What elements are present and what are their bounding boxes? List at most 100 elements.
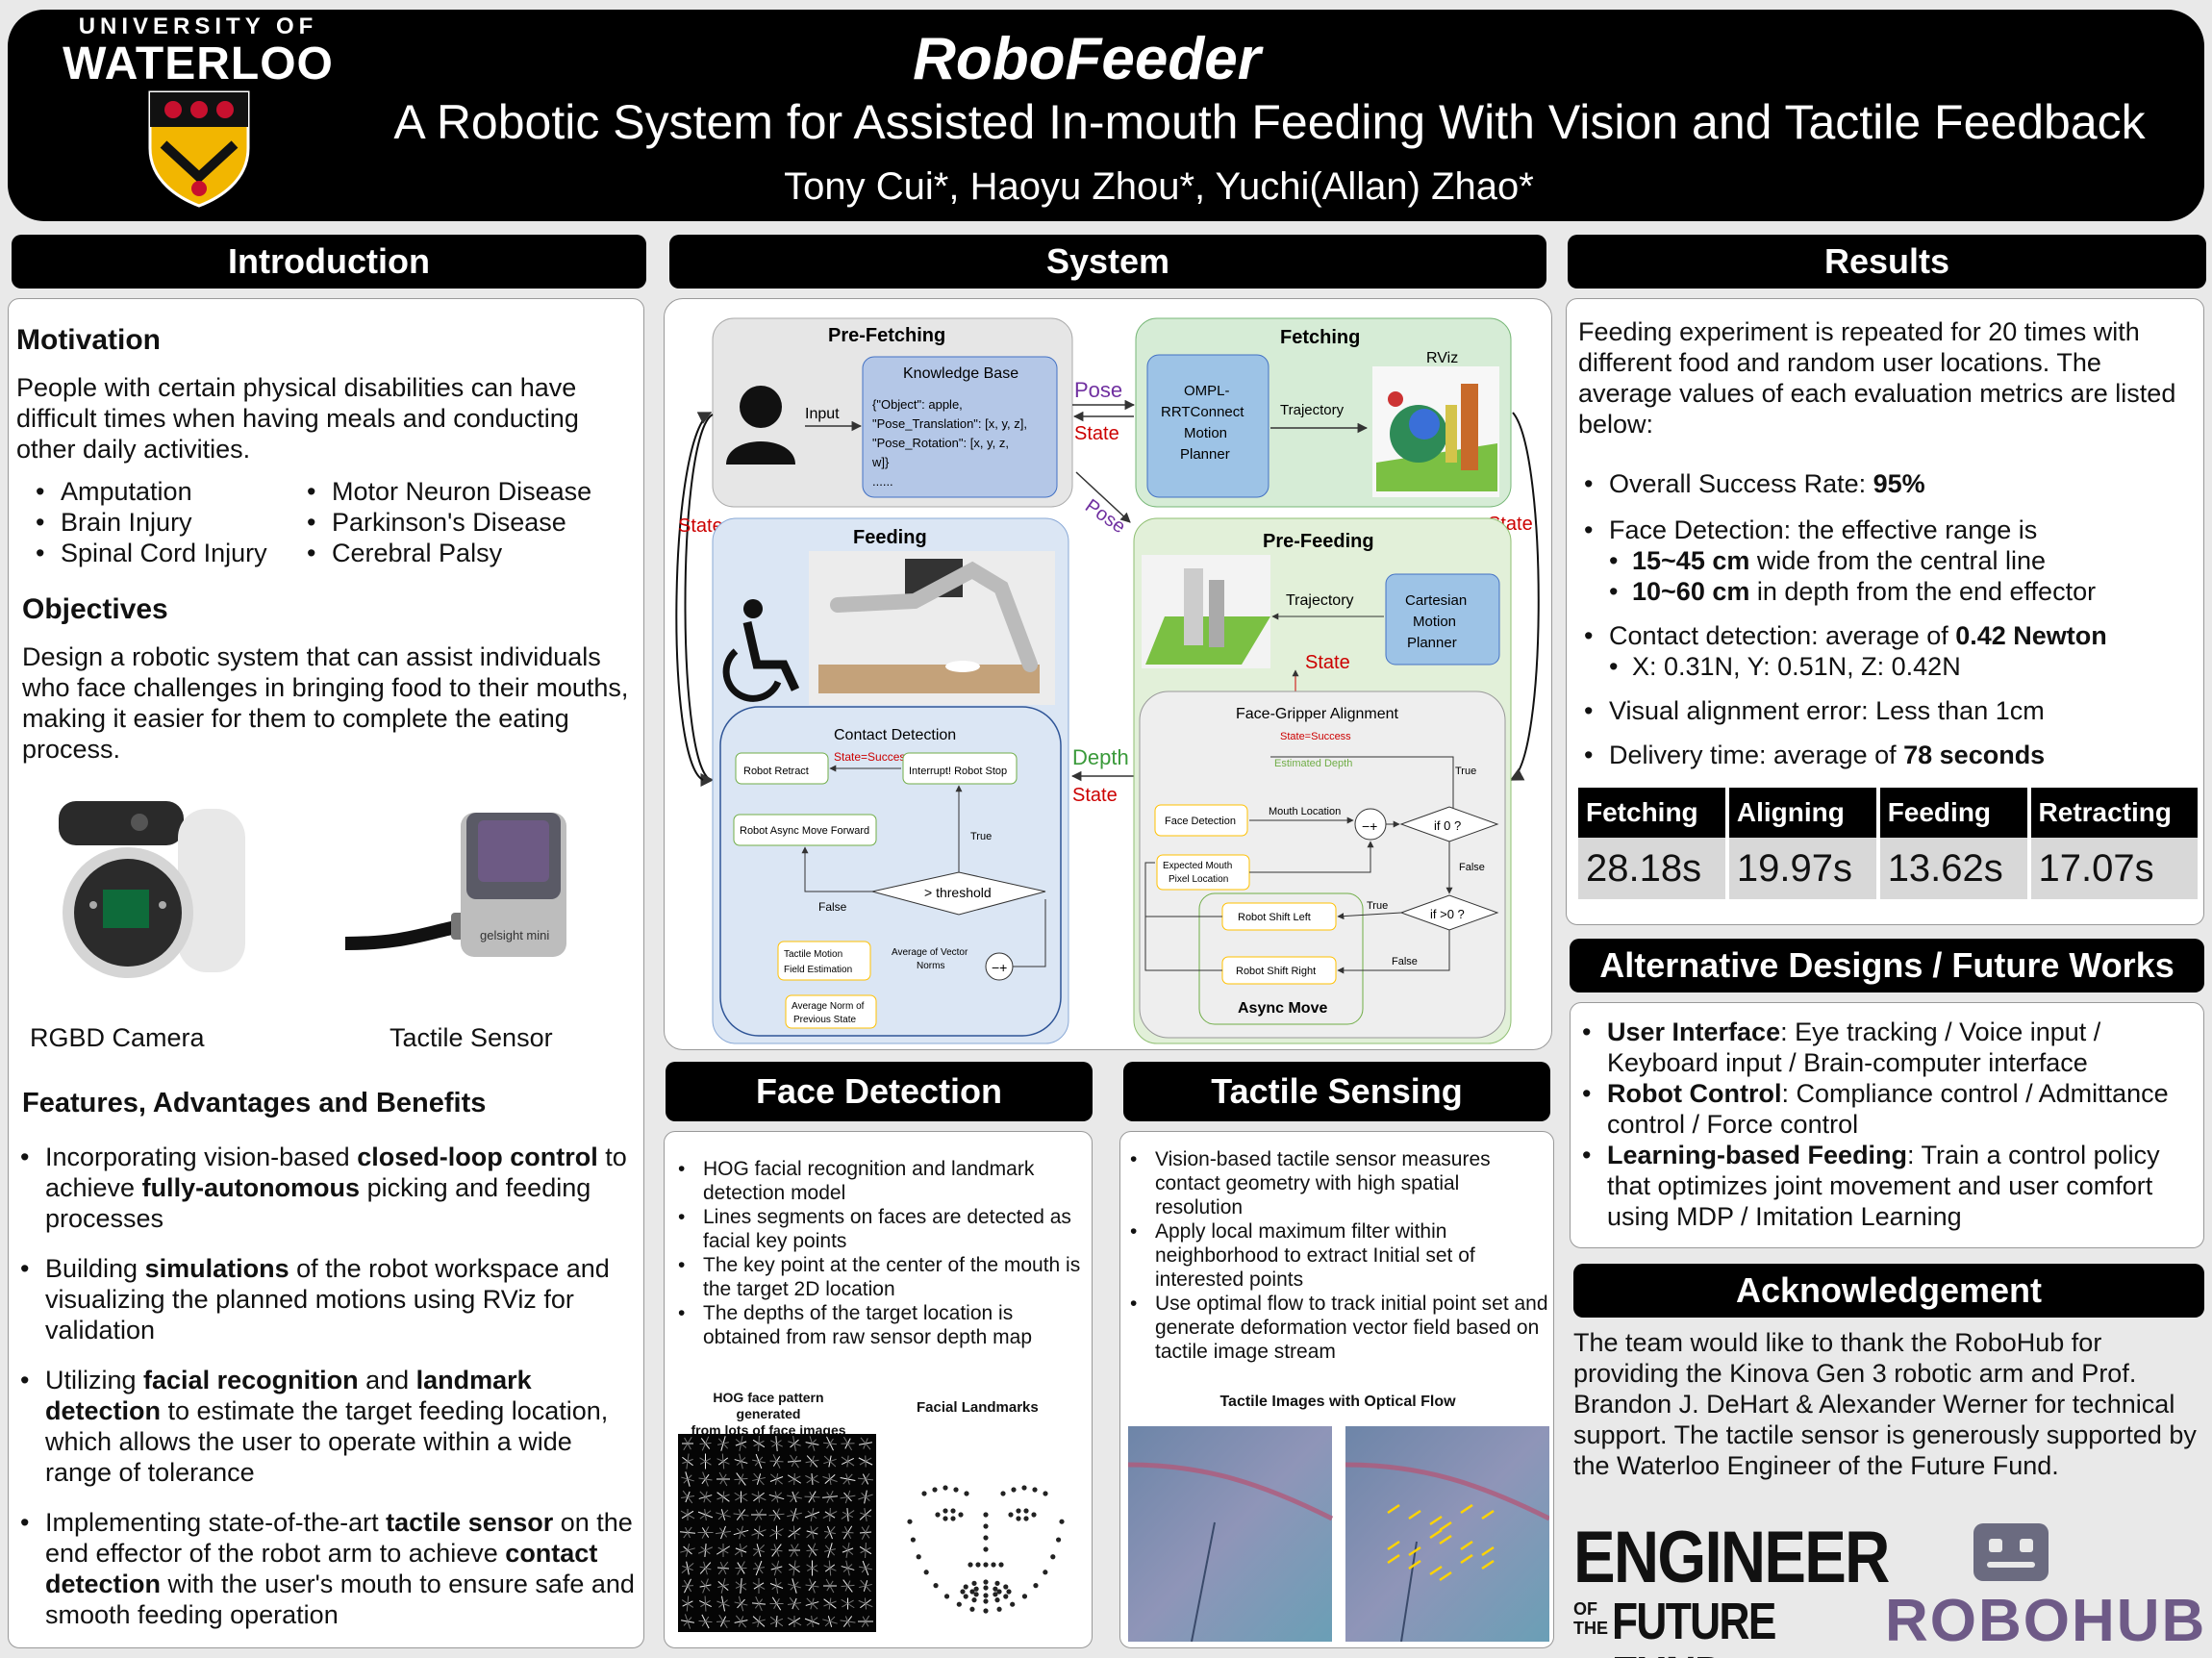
landmark-point [1059, 1519, 1065, 1524]
expected-mouth-line: Pixel Location [1169, 874, 1228, 885]
state-success-label: State=Success [834, 750, 911, 764]
ompl-line: Motion [1184, 425, 1227, 441]
flow-vector [1429, 1565, 1443, 1576]
landmark-point [969, 1606, 975, 1612]
contact-sub: •X: 0.31N, Y: 0.51N, Z: 0.42N [1609, 652, 1961, 681]
landmark-point [996, 1589, 1002, 1595]
landmark-point [1021, 1485, 1027, 1491]
list-item: Use optimal flow to track initial point … [1126, 1292, 1549, 1364]
tactile-list: Vision-based tactile sensor measures con… [1126, 1147, 1549, 1364]
results-heading: Results [1568, 235, 2206, 289]
async-move-group [1198, 892, 1364, 1025]
alternative-title: Robot Control [1607, 1079, 1782, 1108]
flow-vector [1439, 1520, 1452, 1532]
landmark-point [991, 1562, 996, 1568]
async-forward-node [733, 814, 877, 846]
landmark-point [1003, 1584, 1009, 1590]
face-detection-list: HOG facial recognition and landmark dete… [674, 1157, 1088, 1349]
feature-item: Utilizing facial recognition and landmar… [16, 1365, 641, 1488]
if-positive-label: if >0 ? [1430, 907, 1465, 921]
ompl-line: RRTConnect [1161, 404, 1244, 420]
university-logo: UNIVERSITY OF WATERLOO [54, 13, 342, 88]
shift-right-label: Robot Shift Right [1236, 966, 1316, 977]
list-item: Amputation [32, 476, 301, 507]
face-detection-node [1154, 804, 1248, 837]
landmark-point [943, 1594, 950, 1599]
landmark-point [983, 1585, 989, 1591]
landmark-point [983, 1512, 989, 1518]
table-header-row: Fetching Aligning Feeding Retracting [1578, 788, 2198, 838]
university-crest-icon [148, 90, 250, 208]
landmark-point [983, 1608, 989, 1614]
table-header: Aligning [1728, 788, 1876, 838]
list-item: Parkinson's Disease [303, 507, 630, 538]
feature-item: Implementing state-of-the-art tactile se… [16, 1507, 641, 1630]
intro-panel: Motivation People with certain physical … [8, 298, 644, 1648]
landmark-point [964, 1491, 969, 1496]
table-cell: 13.62s [1879, 838, 2027, 899]
tactile-caption: Tactile Sensor [390, 1023, 553, 1052]
feature-text: Utilizing [45, 1366, 144, 1394]
tactile-motion-line: Field Estimation [784, 965, 852, 975]
landmark-point [994, 1597, 1000, 1603]
landmark-point [969, 1589, 975, 1595]
flow-vector [1460, 1540, 1473, 1551]
landmark-point [1003, 1594, 1009, 1599]
table-header: Retracting [2030, 788, 2198, 838]
acknowledgement-text: The team would like to thank the RoboHub… [1573, 1328, 2197, 1480]
list-item: Apply local maximum filter within neighb… [1126, 1219, 1549, 1292]
rviz-label: RViz [1426, 350, 1458, 366]
face-detection-panel: HOG facial recognition and landmark dete… [664, 1131, 1093, 1648]
list-item: The depths of the target location is obt… [674, 1301, 1088, 1349]
feature-text: Incorporating vision-based [45, 1143, 358, 1171]
trajectory-label: Trajectory [1280, 402, 1345, 418]
table-header: Feeding [1879, 788, 2027, 838]
contact-item: •Contact detection: average of 0.42 Newt… [1580, 620, 2196, 682]
flow-vector [1439, 1534, 1452, 1545]
results-list: •Overall Success Rate: 95% •Face Detecti… [1580, 468, 2196, 770]
delivery-value: 78 seconds [1903, 741, 2046, 769]
face-gripper-label: Face-Gripper Alignment [1236, 706, 1399, 722]
alternative-item: Robot Control: Compliance control / Admi… [1578, 1078, 2198, 1140]
diff-sign: −+ [1362, 818, 1377, 834]
alternative-text: : Train a control policy that optimizes … [1607, 1141, 2160, 1231]
kb-line: "Pose_Translation": [x, y, z], [872, 416, 1027, 431]
landmark-point [983, 1562, 989, 1568]
pose-label: Pose [1074, 378, 1122, 402]
flow-vector [1408, 1509, 1421, 1520]
tactile-motion-line: Tactile Motion [784, 949, 842, 960]
feature-emphasis: closed-loop control [357, 1143, 598, 1171]
tactile-heading: Tactile Sensing [1123, 1062, 1550, 1121]
sum-sign: −+ [992, 960, 1007, 975]
true-label: True [970, 831, 992, 842]
prefetching-label: Pre-Fetching [828, 325, 945, 346]
estimated-depth-label: Estimated Depth [1274, 758, 1352, 769]
landmark-point [1021, 1594, 1028, 1599]
face-range-sub: •10~60 cm in depth from the end effector [1609, 577, 2097, 606]
features-list: Incorporating vision-based closed-loop c… [16, 1142, 641, 1649]
alternative-title: Learning-based Feeding [1607, 1141, 1908, 1169]
state-label: State [678, 515, 723, 537]
objectives-text: Design a robotic system that can assist … [22, 642, 629, 764]
feeding-label: Feeding [853, 527, 927, 548]
feature-text: Building [45, 1254, 145, 1283]
table-row: 28.18s 19.97s 13.62s 17.07s [1578, 838, 2198, 899]
landmark-point [935, 1512, 941, 1518]
alternative-text: : Eye tracking / Voice input / Keyboard … [1607, 1017, 2101, 1077]
landmark-point [983, 1535, 989, 1541]
alternative-item: User Interface: Eye tracking / Voice inp… [1578, 1017, 2198, 1078]
list-item: Cerebral Palsy [303, 538, 630, 568]
poster-title: RoboFeeder [913, 26, 1261, 92]
input-label: Input [805, 406, 840, 422]
flow-vector [1387, 1540, 1400, 1551]
robohub-logo: ROBOHUB [1885, 1588, 2207, 1654]
feature-emphasis: facial recognition [143, 1366, 359, 1394]
state-label: State [1305, 652, 1350, 673]
landmark-point [910, 1537, 917, 1543]
camera-caption: RGBD Camera [30, 1023, 205, 1052]
system-diagram: Pre-Fetching Input Knowledge Base {"Obje… [675, 317, 1540, 1044]
eng-logo-of: OF [1573, 1599, 1597, 1619]
async-forward-label: Robot Async Move Forward [740, 825, 869, 837]
flow-vector [1460, 1553, 1473, 1565]
face-detection-node-label: Face Detection [1165, 816, 1236, 827]
